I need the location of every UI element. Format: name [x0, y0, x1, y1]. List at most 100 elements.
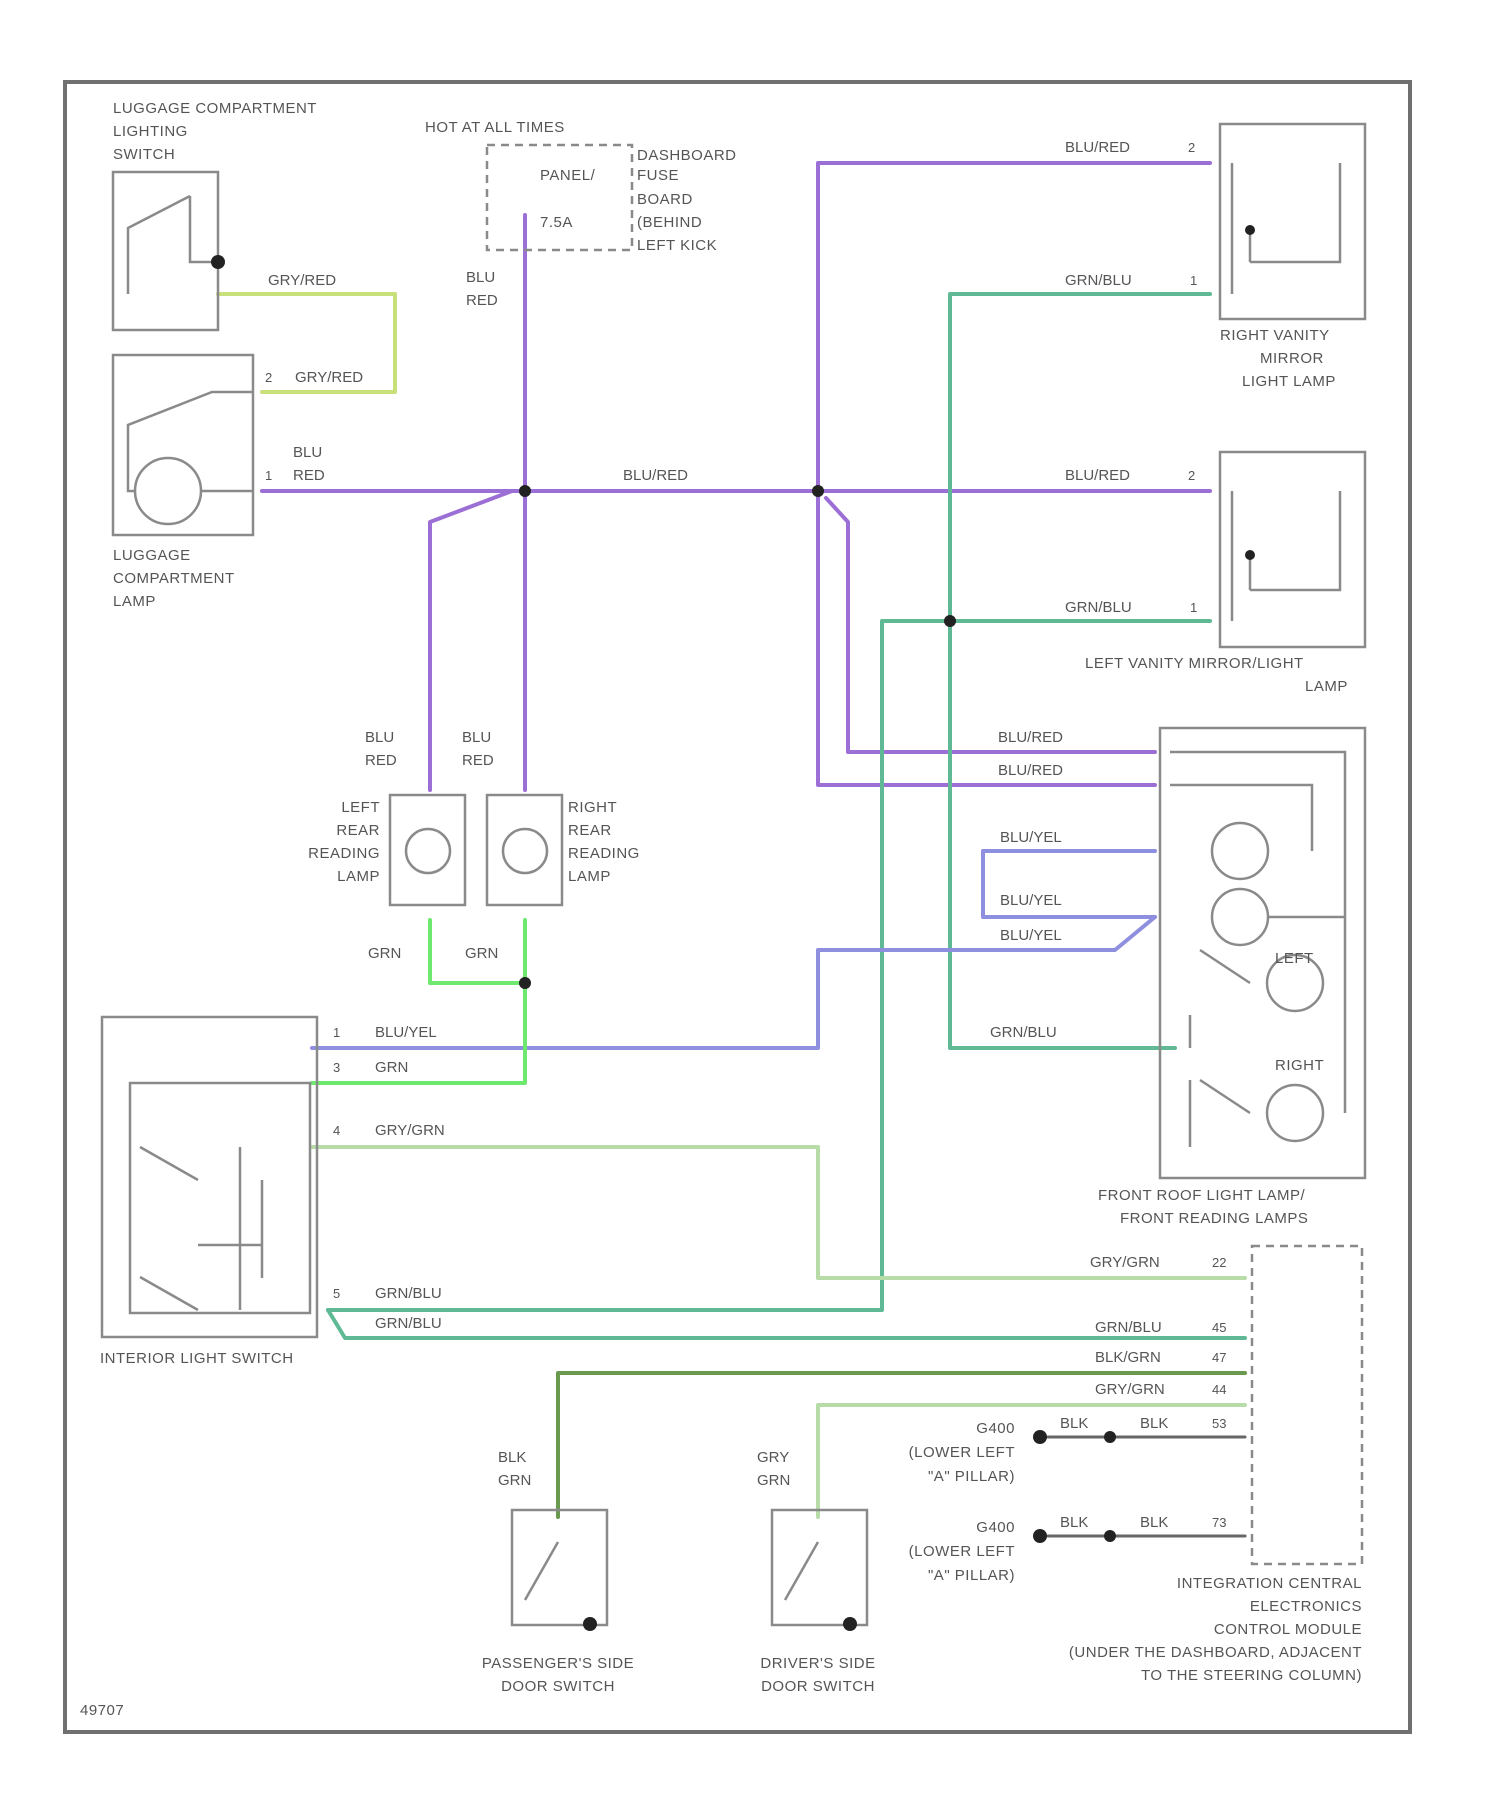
wire-label-blu-yel-3: BLU/YEL [1000, 927, 1062, 944]
svg-text:2: 2 [1188, 140, 1195, 155]
wire-label-grn-sw: GRN [375, 1059, 408, 1076]
svg-text:22: 22 [1212, 1255, 1226, 1270]
left-rear-lamp-bulb-icon [406, 829, 450, 873]
wire-label-blu-2: BLU [466, 269, 495, 286]
wire-label-red-3: RED [365, 752, 397, 769]
luggage-lamp-bulb-icon [135, 458, 201, 524]
diagram-border [65, 82, 1410, 1732]
svg-text:44: 44 [1212, 1382, 1226, 1397]
fuse-label-2: PANEL/ [540, 167, 596, 184]
icem-label-5: TO THE STEERING COLUMN) [1141, 1667, 1362, 1684]
svg-text:2: 2 [265, 370, 272, 385]
luggage-lamp-label-3: LAMP [113, 593, 156, 610]
wire-label-blu-yel-1: BLU/YEL [1000, 829, 1062, 846]
fuse-label-1: DASHBOARD [637, 147, 737, 164]
wire-label-blu-3: BLU [365, 729, 394, 746]
luggage-lamp-label-2: COMPARTMENT [113, 570, 235, 587]
right-rear-label-2: REAR [568, 822, 612, 839]
front-roof-bulb-2-icon [1212, 889, 1268, 945]
wire-label-grn-4: GRN [757, 1472, 790, 1489]
fuse-label-4: BOARD [637, 191, 693, 208]
left-rear-label-2: REAR [336, 822, 380, 839]
right-vanity-label-1: RIGHT VANITY [1220, 327, 1330, 344]
ground2-label-1: G400 [976, 1519, 1015, 1536]
wire-label-grn-blu-sw2: GRN/BLU [375, 1315, 442, 1332]
left-rear-lamp-box [390, 795, 465, 905]
wire-blu-red-front-2 [826, 498, 1155, 752]
luggage-switch-label-2: LIGHTING [113, 123, 188, 140]
left-vanity-box [1220, 452, 1365, 647]
svg-text:4: 4 [333, 1123, 340, 1138]
svg-text:1: 1 [265, 468, 272, 483]
luggage-switch-label-1: LUGGAGE COMPARTMENT [113, 100, 317, 117]
right-rear-label-1: RIGHT [568, 799, 617, 816]
svg-text:47: 47 [1212, 1350, 1226, 1365]
labels: LUGGAGE COMPARTMENT LIGHTING SWITCH HOT … [80, 100, 1362, 1719]
front-left-label: LEFT [1275, 950, 1314, 967]
passenger-switch-label-1: PASSENGER'S SIDE [482, 1655, 634, 1672]
luggage-switch-label-3: SWITCH [113, 146, 175, 163]
driver-switch-label-2: DOOR SWITCH [761, 1678, 875, 1695]
front-right-bulb-icon [1267, 1085, 1323, 1141]
wire-label-grn-2: GRN [465, 945, 498, 962]
wire-label-red-4: RED [462, 752, 494, 769]
wire-label-blu-red-lv: BLU/RED [1065, 467, 1130, 484]
ground2-label-2: (LOWER LEFT [909, 1543, 1015, 1560]
svg-text:45: 45 [1212, 1320, 1226, 1335]
wire-label-blk-2: BLK [1140, 1415, 1168, 1432]
wire-label-grn-1: GRN [368, 945, 401, 962]
wire-label-grn-blu-lv: GRN/BLU [1065, 599, 1132, 616]
wire-label-grn-blu-fr: GRN/BLU [990, 1024, 1057, 1041]
wire-label-gry-grn-22: GRY/GRN [1090, 1254, 1160, 1271]
wire-label-gry-grn-44: GRY/GRN [1095, 1381, 1165, 1398]
fuse-label-5: (BEHIND [637, 214, 702, 231]
svg-text:1: 1 [1190, 600, 1197, 615]
wire-label-gry-red-1: GRY/RED [268, 272, 336, 289]
icem-label-3: CONTROL MODULE [1214, 1621, 1362, 1638]
interior-switch-label: INTERIOR LIGHT SWITCH [100, 1350, 294, 1367]
hot-label: HOT AT ALL TIMES [425, 119, 565, 136]
fuse-label-3: FUSE [637, 167, 679, 184]
wire-label-red-2: RED [466, 292, 498, 309]
svg-text:1: 1 [333, 1025, 340, 1040]
icem-box [1252, 1246, 1362, 1564]
wire-grn-blu-left-vanity [328, 621, 1210, 1310]
driver-switch-label-1: DRIVER'S SIDE [760, 1655, 875, 1672]
right-vanity-box [1220, 124, 1365, 319]
icem-label-2: ELECTRONICS [1250, 1598, 1362, 1615]
right-vanity-label-2: MIRROR [1260, 350, 1324, 367]
wire-blu-red-front-1 [818, 491, 1155, 785]
wire-label-blk-4: BLK [1140, 1514, 1168, 1531]
left-rear-label-1: LEFT [341, 799, 380, 816]
passenger-switch-label-2: DOOR SWITCH [501, 1678, 615, 1695]
fuse-box [487, 145, 632, 250]
wire-label-blu-red-rv: BLU/RED [1065, 139, 1130, 156]
ground1-label-3: "A" PILLAR) [928, 1468, 1015, 1485]
interior-switch-box [102, 1017, 317, 1337]
right-rear-lamp-box [487, 795, 562, 905]
wire-label-blk-grn-47: BLK/GRN [1095, 1349, 1161, 1366]
splice-points [211, 225, 1255, 1631]
front-roof-label-2: FRONT READING LAMPS [1120, 1210, 1308, 1227]
svg-text:53: 53 [1212, 1416, 1226, 1431]
fuse-amp-label: 7.5A [540, 214, 573, 231]
wire-blu-red-right-vanity [818, 163, 1210, 491]
front-roof-bulb-1-icon [1212, 823, 1268, 879]
wire-label-blu-red-f2: BLU/RED [998, 762, 1063, 779]
svg-text:73: 73 [1212, 1515, 1226, 1530]
ground1-label-2: (LOWER LEFT [909, 1444, 1015, 1461]
left-rear-label-3: READING [308, 845, 380, 862]
icem-label-1: INTEGRATION CENTRAL [1177, 1575, 1362, 1592]
wire-gry-grn-driver [818, 1405, 1245, 1517]
svg-text:5: 5 [333, 1286, 340, 1301]
wire-label-gry: GRY [757, 1449, 789, 1466]
wire-label-blu-1: BLU [293, 444, 322, 461]
front-roof-label-1: FRONT ROOF LIGHT LAMP/ [1098, 1187, 1305, 1204]
right-vanity-label-3: LIGHT LAMP [1242, 373, 1336, 390]
wire-label-grn-3: GRN [498, 1472, 531, 1489]
wire-label-red-1: RED [293, 467, 325, 484]
wire-labels: GRY/RED GRY/RED BLU RED BLU RED BLU/RED … [268, 139, 1168, 1531]
luggage-lamp-label-1: LUGGAGE [113, 547, 191, 564]
components [102, 124, 1365, 1625]
